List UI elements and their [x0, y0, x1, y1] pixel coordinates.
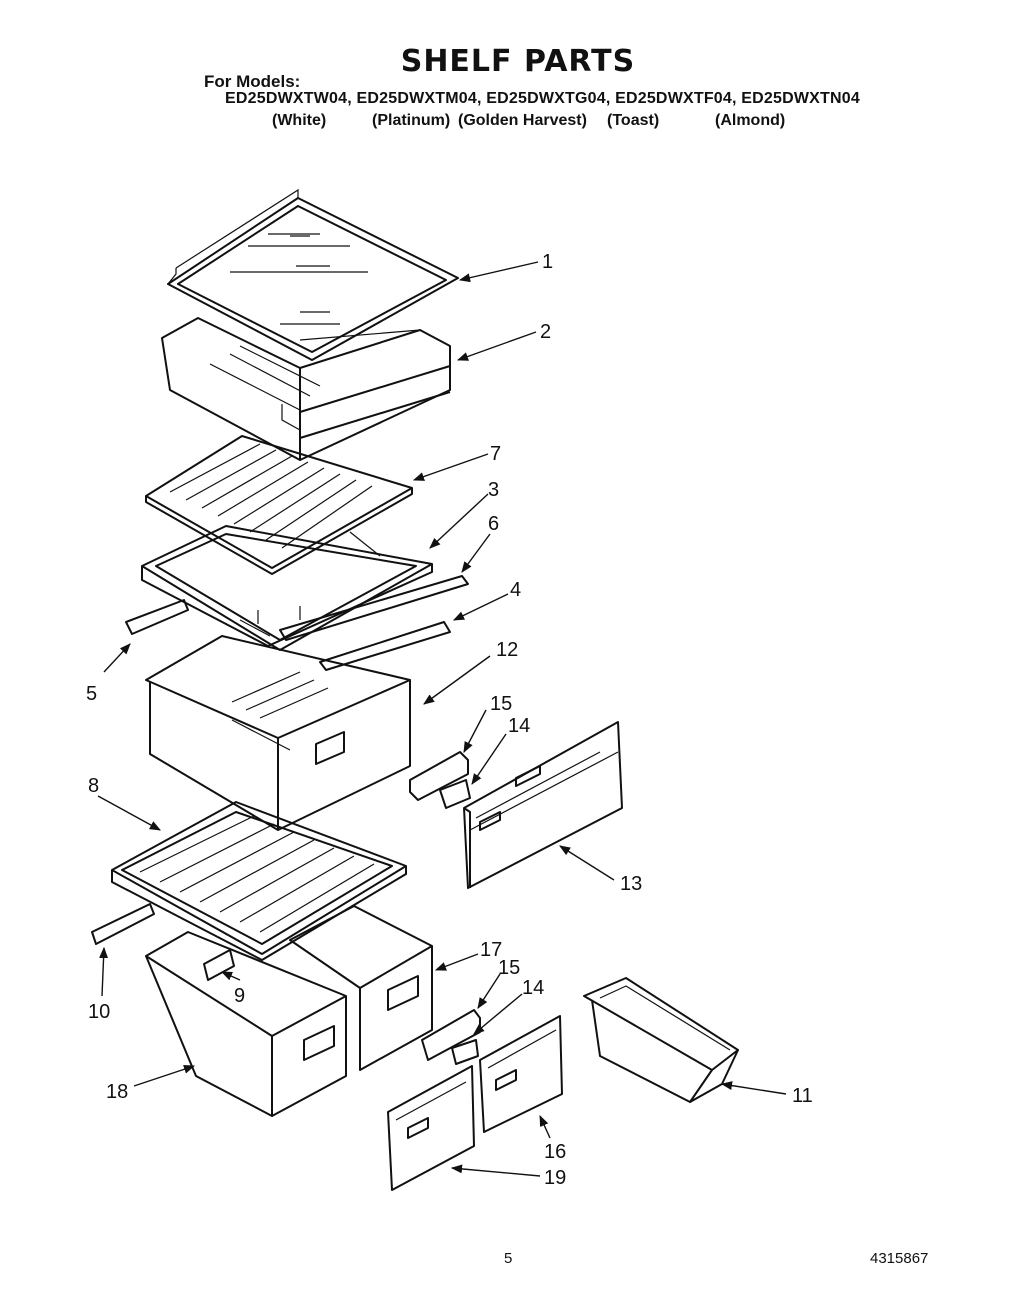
callout-16: 16 [544, 1141, 566, 1163]
part-6-rail [279, 575, 469, 641]
callout-numbers: 1 2 7 3 6 4 5 12 15 14 8 13 17 15 14 10 … [86, 251, 813, 1189]
part-19-drawer-front [387, 1065, 475, 1191]
part-9-clip [203, 949, 235, 981]
part-16-drawer-front [479, 1015, 563, 1133]
callout-14-upper: 14 [508, 715, 530, 737]
callout-12: 12 [496, 639, 518, 661]
callout-2: 2 [540, 321, 551, 343]
color-toast: (Toast) [607, 112, 660, 129]
callout-8: 8 [88, 775, 99, 797]
part-15-clip-upper [409, 751, 469, 801]
part-7-shelf-insert [145, 435, 413, 575]
part-15-clip-lower [421, 1009, 481, 1061]
part-2-pan [161, 317, 451, 461]
part-3-frame [141, 525, 433, 651]
part-18-drawer [145, 931, 347, 1117]
part-1-glass-shelf [167, 188, 459, 361]
color-white: (White) [272, 112, 327, 129]
model-numbers: ED25DWXTW04, ED25DWXTM04, ED25DWXTG04, E… [225, 90, 860, 107]
callout-14-lower: 14 [522, 977, 544, 999]
leader-lines [97, 261, 787, 1177]
part-14-clip-upper [439, 779, 471, 809]
callout-10: 10 [88, 1001, 110, 1023]
page-number: 5 [504, 1250, 513, 1267]
part-4-rail [319, 621, 451, 671]
part-5-rail [125, 599, 189, 635]
color-almond: (Almond) [715, 112, 786, 129]
callout-4: 4 [510, 579, 521, 601]
callout-9: 9 [234, 985, 245, 1007]
part-14-clip-lower [451, 1039, 479, 1065]
callout-7: 7 [490, 443, 501, 465]
callout-15-lower: 15 [498, 957, 520, 979]
callout-18: 18 [106, 1081, 128, 1103]
page-title: SHELF PARTS [400, 44, 636, 79]
callout-17: 17 [480, 939, 502, 961]
part-10-rail [91, 903, 155, 945]
callout-3: 3 [488, 479, 499, 501]
part-17-drawer [289, 905, 433, 1071]
part-12-drawer [145, 606, 411, 831]
callout-13: 13 [620, 873, 642, 895]
color-platinum: (Platinum) [372, 112, 451, 129]
part-11-bin [583, 977, 739, 1103]
callout-11: 11 [792, 1085, 813, 1107]
part-8-shelf [111, 801, 407, 961]
callout-15-upper: 15 [490, 693, 512, 715]
callout-1: 1 [542, 251, 553, 273]
part-13-drawer-front [463, 721, 623, 889]
callout-5: 5 [86, 683, 97, 705]
document-number: 4315867 [870, 1250, 929, 1267]
for-models-label: For Models: [204, 72, 301, 91]
color-golden-harvest: (Golden Harvest) [458, 112, 587, 129]
callout-19: 19 [544, 1167, 566, 1189]
callout-6: 6 [488, 513, 499, 535]
